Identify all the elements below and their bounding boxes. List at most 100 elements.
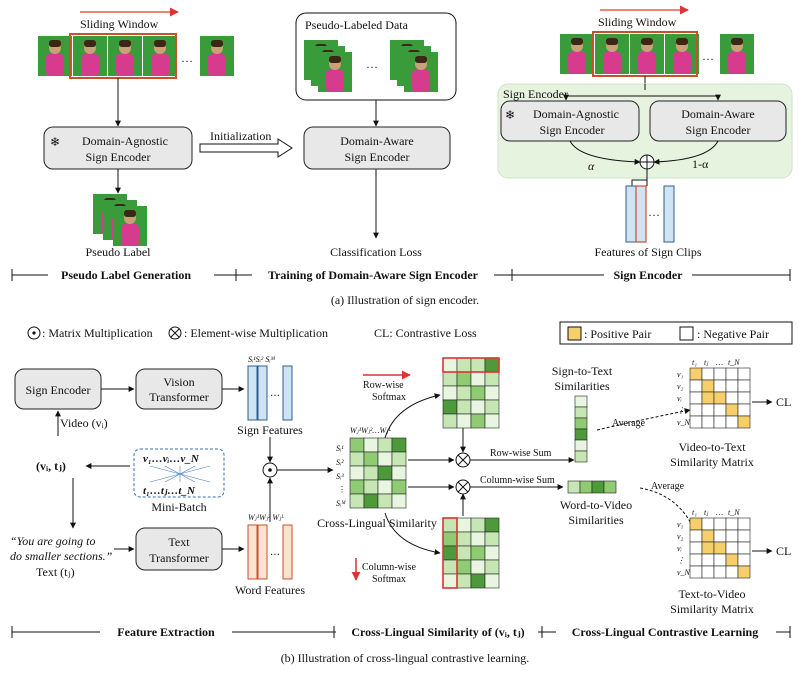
quote-line: “You are going to <box>10 534 95 548</box>
sign-to-text-label: Sign-to-Text <box>552 364 613 378</box>
group-title: Sign Encoder <box>503 87 568 101</box>
cl-label: CL <box>776 544 791 558</box>
pseudo-label-stack <box>93 194 147 246</box>
box-line: Domain-Aware <box>681 107 755 121</box>
ellipsis-sign: … <box>270 388 280 399</box>
matrix-row-label: v₂ <box>677 532 684 541</box>
section-label: Cross-Lingual Similarity of (vᵢ, tⱼ) <box>351 625 524 639</box>
matrix-header: Wⱼ¹Wⱼ²…Wⱼᴸ <box>350 426 391 435</box>
word-to-video-label: Similarities <box>568 513 624 527</box>
box-line: Domain-Agnostic <box>82 134 168 148</box>
vision-transformer-box: Vision Transformer <box>135 368 223 410</box>
legend-text: : Positive Pair <box>584 327 651 341</box>
ellipsis-4: … <box>648 205 660 219</box>
snowflake-icon: ❄ <box>50 135 60 149</box>
sign-feature-header: Sᵢ¹Sᵢ² Sᵢᴹ <box>248 355 276 364</box>
video-label: Video (vᵢ) <box>60 416 108 430</box>
features-of-sign-clips: Features of Sign Clips <box>595 245 702 259</box>
text-transformer-box: Text Transformer <box>135 527 223 571</box>
section-label: Training of Domain-Aware Sign Encoder <box>268 268 479 282</box>
word-features: Wⱼ¹Wⱼ² Wⱼᴸ … Word Features <box>235 513 305 597</box>
box-line: Sign Encoder <box>540 123 605 137</box>
alpha-label: α <box>588 159 595 173</box>
quote-line: do smaller sections.” <box>10 549 113 563</box>
caption-a: (a) Illustration of sign encoder. <box>331 293 479 307</box>
section-label: Cross-Lingual Contrastive Learning <box>572 625 758 639</box>
cl-label: CL <box>776 395 791 409</box>
section-label: Pseudo Label Generation <box>61 268 191 282</box>
matrix-row-label: ⋮ <box>338 485 346 494</box>
matrix-row-label: v₁ <box>677 520 684 529</box>
text-label: Text (tⱼ) <box>36 565 75 579</box>
sign-to-text-label: Similarities <box>554 379 610 393</box>
one-minus-alpha: 1-α <box>692 157 709 171</box>
box-line: Domain-Aware <box>340 134 414 148</box>
box-line: Transformer <box>149 551 209 565</box>
matrix-row-label: ⋮ <box>677 406 685 415</box>
section-bar-a: Pseudo Label Generation Training of Doma… <box>11 267 791 283</box>
domain-aware-encoder-training: Domain-Aware Sign Encoder <box>303 126 451 170</box>
elementwise-op-col <box>455 479 471 495</box>
matrix-row-label: v_N <box>677 568 691 577</box>
initialization-label: Initialization <box>210 129 271 143</box>
domain-agnostic-encoder-1: ❄ Domain-Agnostic Sign Encoder <box>43 126 193 170</box>
matrix-mult-op <box>262 462 278 478</box>
ellipsis-2: … <box>366 57 378 71</box>
col-softmax-matrix <box>442 517 500 589</box>
word-feature-header: Wⱼ¹Wⱼ² Wⱼᴸ <box>248 513 284 522</box>
minibatch-row: v₁…vᵢ…v_N <box>143 453 200 465</box>
sliding-window-strip-2: Sliding Window … <box>560 5 754 77</box>
word-to-video-vector <box>567 480 617 494</box>
legend-text: : Negative Pair <box>697 327 769 341</box>
box-line: Sign Encoder <box>345 150 410 164</box>
box-line: Domain-Agnostic <box>533 107 619 121</box>
minibatch-row: t₁…tⱼ…t_N <box>143 485 196 497</box>
box-line: Transformer <box>149 390 209 404</box>
sign-encoder-box: Sign Encoder <box>14 368 102 410</box>
cross-lingual-similarity-label: Cross-Lingual Similarity <box>317 516 437 530</box>
softmax-label: Column-wise <box>362 562 416 573</box>
sign-to-text-vector <box>574 395 588 463</box>
snowflake-icon: ❄ <box>505 108 515 122</box>
matrix-row-label: Sᵢ¹ <box>336 444 344 453</box>
row-wise-sum: Row-wise Sum <box>490 448 552 459</box>
row-softmax-matrix <box>442 357 500 429</box>
box-line: Text <box>168 535 190 549</box>
legend-text: CL: Contrastive Loss <box>374 326 477 340</box>
ellipsis-word: … <box>270 547 280 558</box>
matrix-row-label: v_N <box>677 418 691 427</box>
ellipsis-3: … <box>702 49 714 63</box>
mini-batch: v₁…vᵢ…v_N t₁…tⱼ…t_N <box>133 448 225 498</box>
ellipsis-1: … <box>181 51 193 65</box>
matrix-caption: Similarity Matrix <box>670 602 754 616</box>
caption-b: (b) Illustration of cross-lingual contra… <box>281 651 530 665</box>
sign-clip-features: … <box>625 185 675 243</box>
section-bar-b: Feature Extraction Cross-Lingual Similar… <box>11 624 791 640</box>
column-wise-sum: Column-wise Sum <box>480 475 555 486</box>
sign-features-label: Sign Features <box>237 423 303 437</box>
matrix-col-label: … <box>716 508 723 517</box>
section-label: Sign Encoder <box>613 268 683 282</box>
average-label: Average <box>651 481 685 492</box>
matrix-col-label: … <box>716 358 723 367</box>
section-label: Feature Extraction <box>117 625 215 639</box>
box-line: Sign Encoder <box>86 150 151 164</box>
softmax-label: Softmax <box>372 392 406 403</box>
matrix-row-label: Sᵢ³ <box>336 472 344 481</box>
matrix-caption: Similarity Matrix <box>670 455 754 469</box>
average-label: Average <box>612 418 646 429</box>
matrix-row-label: vᵢ <box>677 394 682 403</box>
matrix-row-label: ⋮ <box>677 556 685 565</box>
pair-label: (vᵢ, tⱼ) <box>36 459 66 473</box>
matrix-row-label: vᵢ <box>677 544 682 553</box>
sign-features: Sᵢ¹Sᵢ² Sᵢᴹ … Sign Features <box>237 355 303 437</box>
box-line: Sign Encoder <box>26 383 91 397</box>
pseudo-label: Pseudo Label <box>86 245 152 259</box>
matrix-col-label: tⱼ <box>704 358 709 367</box>
matrix-col-label: tⱼ <box>704 508 709 517</box>
box-line: Sign Encoder <box>686 123 751 137</box>
sliding-window-label-1: Sliding Window <box>80 17 159 31</box>
legend-text: : Element-wise Multiplication <box>184 326 328 340</box>
